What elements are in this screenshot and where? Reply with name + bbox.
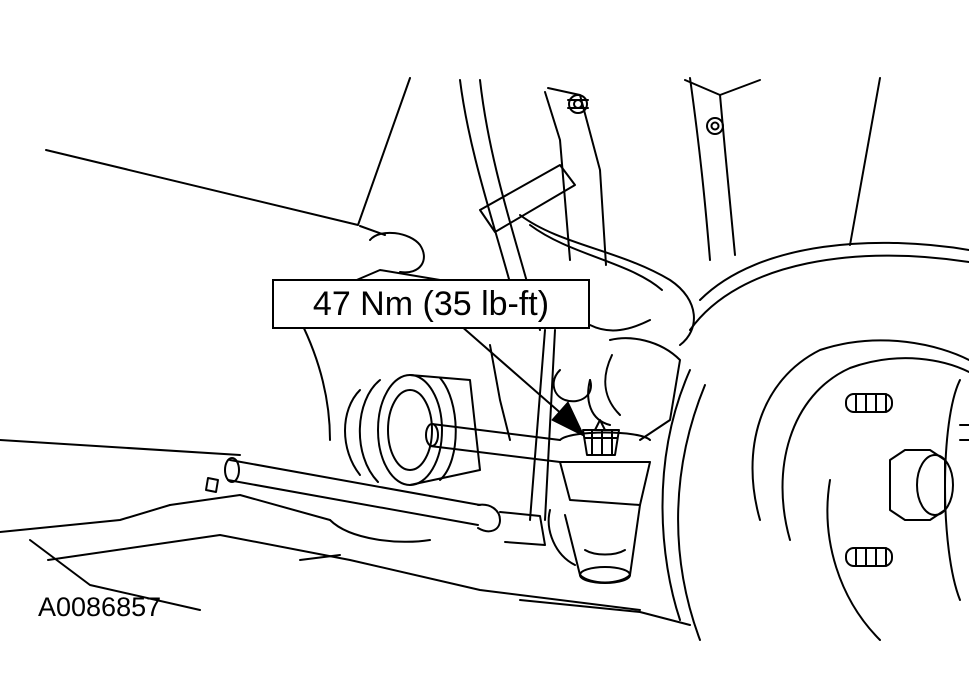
wheel-hub [889,379,961,601]
stabilizer-bar [205,457,546,546]
callout-leader [459,324,585,437]
knuckle-assembly [552,337,681,441]
linkage-lines [299,329,556,561]
castle-nut [582,419,620,456]
brake-rotor [661,241,969,641]
tie-rod-end [547,431,651,584]
torque-callout: 47 Nm (35 lb-ft) [272,279,590,329]
strut-bolts [567,94,724,135]
body-panel-lines [0,77,691,626]
figure-id-label: A0086857 [38,592,162,622]
tie-rod-shaft [425,423,561,463]
torque-callout-label: 47 Nm (35 lb-ft) [312,284,550,323]
steering-rack-boot [299,231,481,486]
wheel-studs [845,393,969,567]
